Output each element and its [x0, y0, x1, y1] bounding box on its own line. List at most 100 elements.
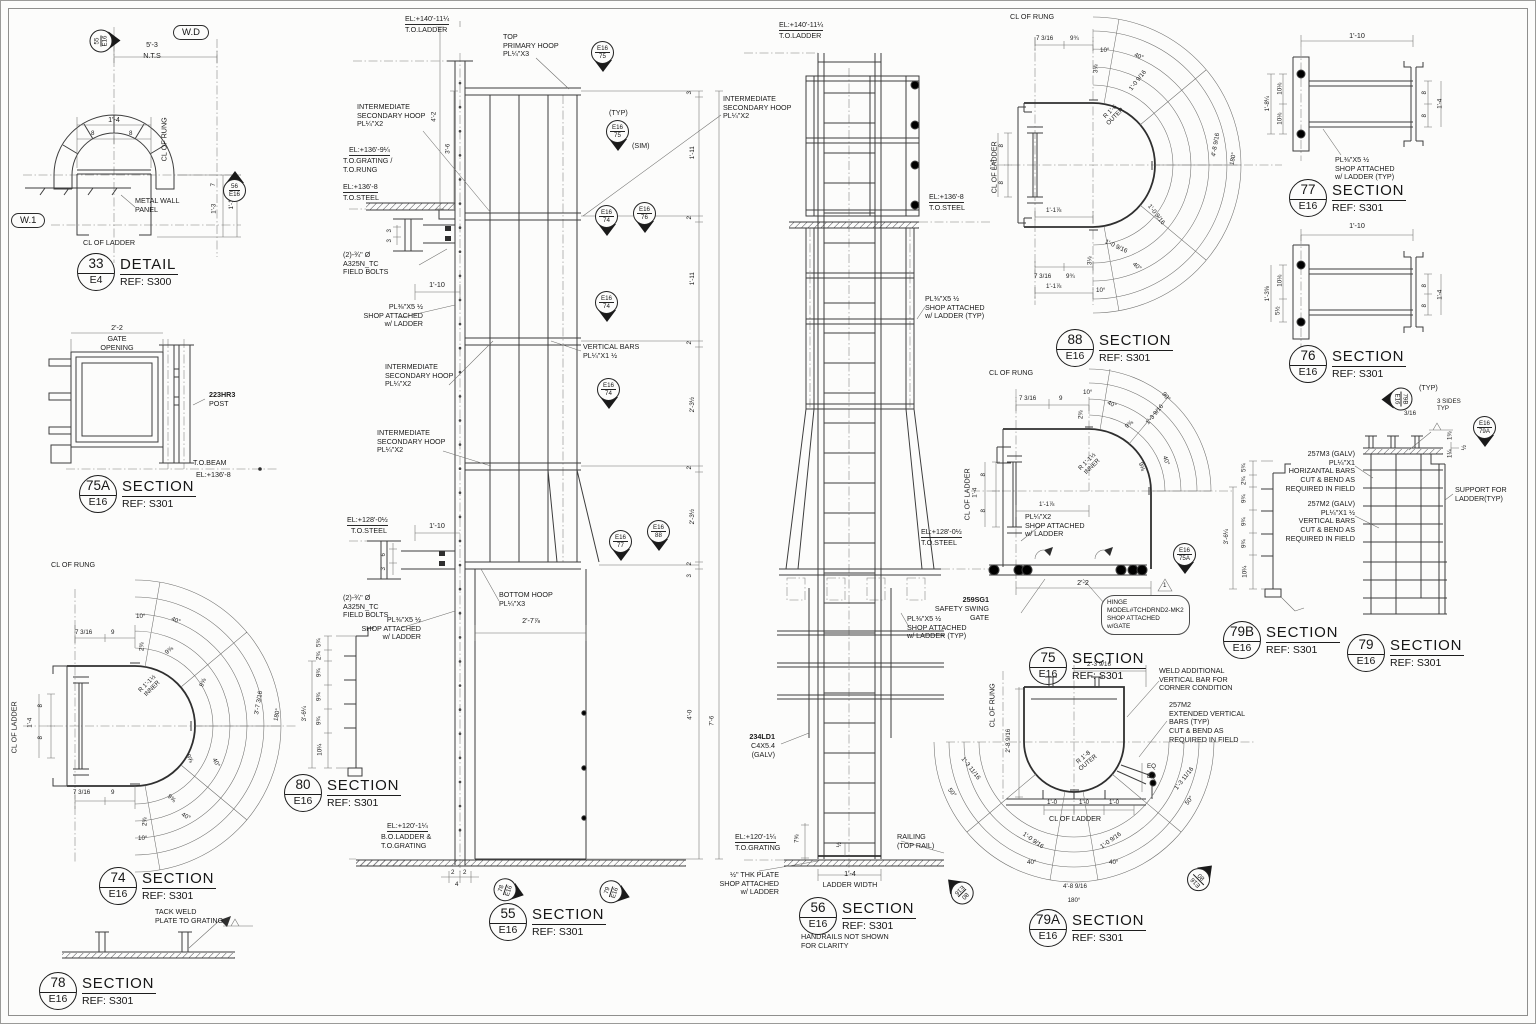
flag-top-text: E16: [650, 523, 666, 532]
shop-attached-plate-label: PL⅜"X5 ½ SHOP ATTACHED w/ LADDER: [363, 302, 423, 329]
title-name: SECTION: [327, 777, 402, 796]
dim-label: 2'-3½: [688, 509, 696, 525]
dim-label: 1'-11: [688, 272, 696, 286]
dim-label: 9: [111, 789, 115, 796]
dim-label: 9: [1059, 395, 1063, 402]
revision-triangle-label: 1: [1163, 582, 1167, 589]
shop-attached-plate-label: PL⅜"X5 ½ SHOP ATTACHED w/ LADDER (TYP): [907, 614, 967, 641]
title-name: SECTION: [142, 870, 217, 889]
dim-label: 10⅛: [1276, 82, 1284, 95]
shop-attached-plate-label: PL⅜"X5 ½ SHOP ATTACHED w/ LADDER: [361, 615, 421, 642]
typ-label: (TYP): [1419, 383, 1438, 392]
dim-label: 8: [129, 130, 133, 137]
dim-label: 8: [1421, 303, 1429, 308]
dim-label: 8: [1421, 90, 1429, 95]
cl-of-ladder-label: CL OF LADDER: [1049, 814, 1102, 823]
title-sheet: E4: [89, 274, 103, 287]
typ-label: (TYP): [609, 108, 628, 117]
flag-top-text: 55: [93, 35, 102, 47]
dim-label: 8: [980, 508, 988, 513]
angle-label: 10°: [1100, 47, 1110, 54]
title-ref: REF: S301: [1072, 932, 1124, 944]
dim-label: 5½: [1274, 306, 1282, 316]
flag-top-text: E16: [636, 205, 652, 214]
title-sheet: E16: [108, 888, 128, 901]
dim-label: 2⅜: [138, 642, 146, 652]
flag-top-text: E16: [600, 381, 616, 390]
title-number: 55: [490, 906, 526, 925]
elevation-label: T.O.STEEL: [351, 526, 387, 535]
title-sheet: E16: [1232, 642, 1252, 655]
tack-weld-note: TACK WELD PLATE TO GRATING: [155, 907, 224, 925]
dim-label: 3⅛: [1086, 256, 1094, 266]
nts-label: N.T.S: [143, 51, 161, 60]
title-ref: REF: S300: [120, 276, 172, 288]
dim-label: 2: [686, 561, 694, 566]
title-name: SECTION: [1072, 650, 1147, 669]
view-section-88: CL OF RUNG CL OF LADDER 7 3/16 9¾ 3⅛ 10°…: [986, 12, 1290, 367]
dim-label: 7 3/16: [73, 789, 91, 796]
title-name: SECTION: [532, 906, 607, 925]
intermediate-hoop-label: INTERMEDIATE SECONDARY HOOP PL¼"X2: [385, 362, 454, 389]
dim-label: 1'-8¼: [1263, 96, 1271, 112]
dim-label: 3: [686, 573, 694, 578]
angle-label: 40°: [1109, 859, 1119, 866]
view-section-74: CL OF RUNG CL OF LADDER 7 3/16 9 10° 40°…: [5, 560, 305, 905]
dim-label: 2¾: [315, 651, 323, 661]
dim-label: 1'-4: [844, 869, 856, 878]
top-primary-hoop-label: TOP PRIMARY HOOP PL¼"X3: [503, 32, 559, 59]
dim-label: 1'-0: [1047, 799, 1058, 806]
grating-hatch: [356, 860, 686, 866]
shop-attached-plate-label: PL¼"X2 SHOP ATTACHED w/ LADDER: [1025, 512, 1085, 539]
grating-hatch: [789, 222, 919, 228]
dim-label: 3'-6: [444, 143, 452, 154]
flag-bottom-text: 74: [603, 303, 610, 310]
angle-label: 10°: [1096, 287, 1106, 294]
dim-label: EQ: [1147, 763, 1156, 770]
dim-label: 9¾: [1240, 494, 1248, 504]
dim-label: 2'-8 9/16: [1005, 728, 1013, 753]
title-name: SECTION: [1332, 182, 1407, 201]
title-ref: REF: S301: [1072, 670, 1124, 682]
title-sheet: E16: [48, 993, 68, 1006]
title-name: SECTION: [842, 900, 917, 919]
safety-swing-gate-label: SAFETY SWING GATE: [934, 604, 989, 622]
dim-label: 8: [1421, 283, 1429, 288]
dim-label: 1'-0: [1079, 799, 1090, 806]
title-number: 56: [800, 900, 836, 919]
flag-bottom-text: E16: [1393, 393, 1401, 405]
angle-label: 180°: [1067, 897, 1081, 904]
grid-bubble-wd: W.D: [173, 25, 209, 40]
dim-label: 10¼: [316, 743, 324, 756]
grating-hatch: [366, 203, 455, 210]
flag-top-text: 79B: [1400, 391, 1409, 407]
dim-label: 7 3/16: [75, 629, 93, 636]
dim-label: 3: [380, 566, 388, 571]
title-number: 88: [1057, 332, 1093, 351]
dim-label: 1'-10: [1349, 221, 1365, 230]
vertical-bars-label: VERTICAL BARS PL¼"X1 ½: [583, 342, 640, 360]
post-mark-label: 223HR3: [209, 390, 236, 399]
elevation-label: EL:+140'-11¼: [779, 20, 824, 32]
dim-label: 2⅜: [141, 817, 149, 827]
dim-label: 2: [451, 869, 455, 876]
flag-bottom-text: E16: [228, 191, 240, 198]
gate-opening-label: GATE OPENING: [100, 334, 134, 352]
shop-attached-plate-label: PL⅜"X5 ½ SHOP ATTACHED w/ LADDER (TYP): [925, 294, 985, 321]
